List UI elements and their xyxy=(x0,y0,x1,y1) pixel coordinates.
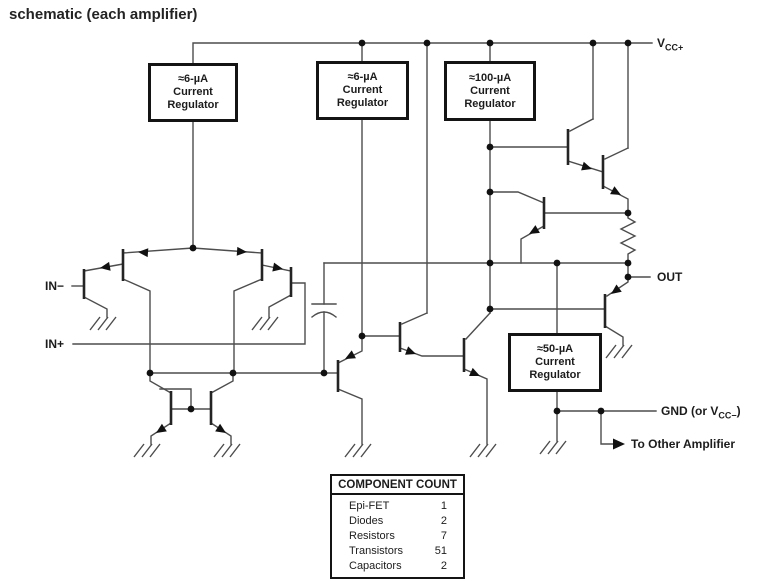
vcc-rail xyxy=(192,42,653,314)
to-other-amplifier-arrow xyxy=(613,438,625,450)
component-name: Transistors xyxy=(349,545,403,557)
regulator-value: ≈50-µA xyxy=(536,343,574,355)
current-regulator-box-50uA: ≈50-µA Current Regulator xyxy=(508,333,602,392)
component-count-header: COMPONENT COUNT xyxy=(332,476,463,495)
page-title: schematic (each amplifier) xyxy=(9,6,198,23)
capacitor xyxy=(311,262,337,374)
component-count: 51 xyxy=(434,545,447,557)
middle-stage-wires xyxy=(323,312,491,445)
table-row: Diodes 2 xyxy=(332,514,463,529)
regulator-word-regulator: Regulator xyxy=(167,99,219,111)
transistor-bars xyxy=(82,129,607,425)
current-regulator-box-100uA: ≈100-µA Current Regulator xyxy=(444,61,536,121)
table-row: Transistors 51 xyxy=(332,544,463,559)
in-minus-label: IN− xyxy=(45,279,65,293)
out-label: OUT xyxy=(657,270,683,284)
component-count: 7 xyxy=(440,530,447,542)
component-name: Capacitors xyxy=(349,560,402,572)
table-row: Capacitors 2 xyxy=(332,559,463,574)
table-row: Resistors 7 xyxy=(332,529,463,544)
regulator-word-current: Current xyxy=(470,84,510,97)
vcc-plus-label: VCC+ xyxy=(657,36,684,53)
regulator-word-current: Current xyxy=(535,356,575,368)
gnd-label: GND (or VCC−) xyxy=(661,404,741,421)
to-other-amplifier-label: To Other Amplifier xyxy=(631,437,736,451)
component-name: Diodes xyxy=(349,515,384,527)
regulator-word-current: Current xyxy=(173,86,213,98)
component-count: 1 xyxy=(440,500,447,512)
regulator-value: ≈100-µA xyxy=(468,71,512,84)
component-count: 2 xyxy=(440,515,447,527)
current-regulator-box-6uA-1: ≈6-µA Current Regulator xyxy=(148,63,238,122)
regulator-word-regulator: Regulator xyxy=(464,97,516,110)
component-count-table: COMPONENT COUNT Epi-FET 1 Diodes 2 Resis… xyxy=(330,474,465,579)
current-mirror-wires xyxy=(149,372,325,445)
component-name: Resistors xyxy=(349,530,395,542)
component-count: 2 xyxy=(440,560,447,572)
regulator-value: ≈6-µA xyxy=(347,71,378,83)
ground-rail-wires xyxy=(556,391,657,445)
table-row: Epi-FET 1 xyxy=(332,499,463,514)
component-name: Epi-FET xyxy=(349,500,390,512)
regulator-value: ≈6-µA xyxy=(177,73,209,85)
regulator-word-regulator: Regulator xyxy=(336,97,389,109)
in-plus-label: IN+ xyxy=(45,337,65,351)
current-regulator-box-6uA-2: ≈6-µA Current Regulator xyxy=(316,61,409,120)
junction-dots xyxy=(146,39,632,415)
regulator-word-current: Current xyxy=(342,84,383,96)
regulator-word-regulator: Regulator xyxy=(529,369,581,381)
component-count-body: Epi-FET 1 Diodes 2 Resistors 7 Transisto… xyxy=(332,495,463,577)
resistor xyxy=(606,212,637,297)
